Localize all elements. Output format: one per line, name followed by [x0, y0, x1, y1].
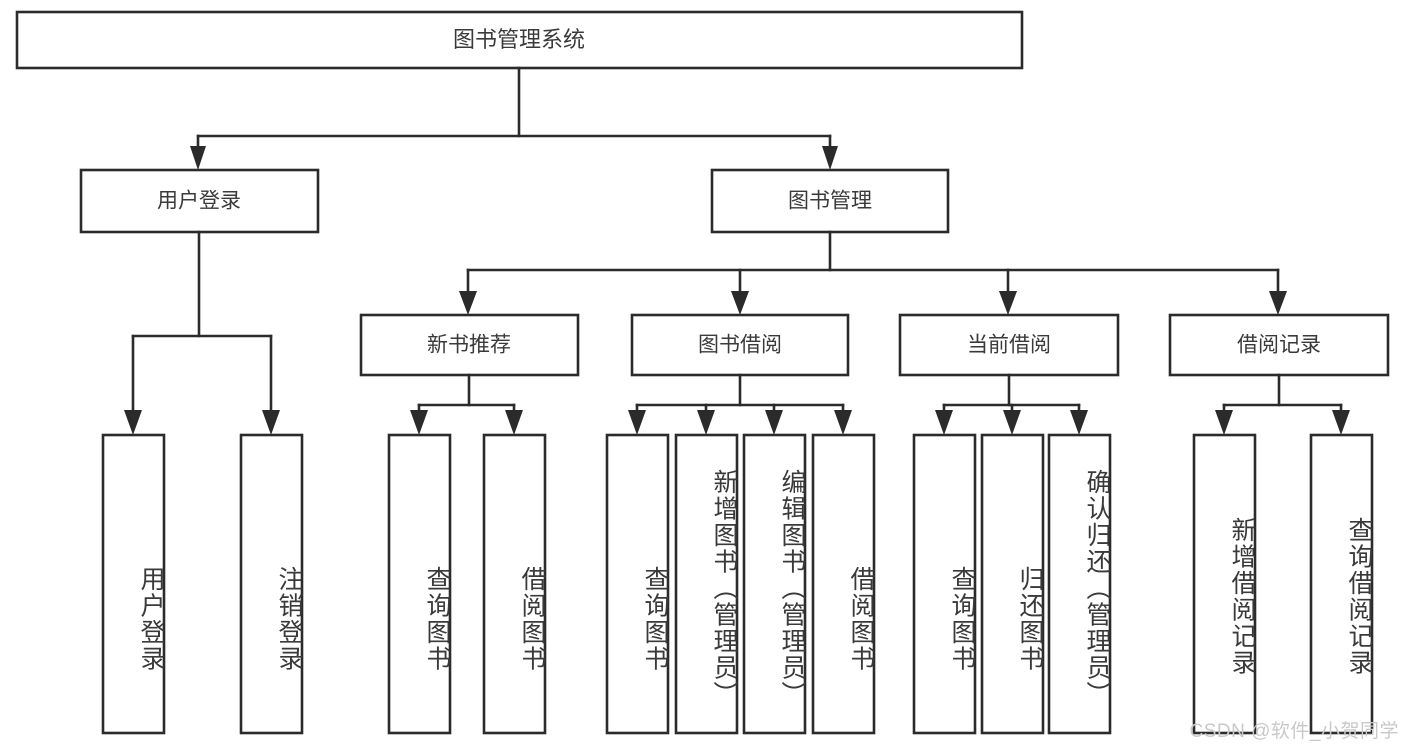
leaf-box-user-login[interactable] — [101, 433, 166, 735]
node-borrow-record[interactable]: 借阅记录 — [1168, 313, 1390, 377]
leaf-box-query-book-3[interactable] — [912, 433, 977, 735]
arrow-head-icon — [1269, 291, 1287, 315]
node-current-borrow-label: 当前借阅 — [967, 334, 1051, 357]
connector-book-borrow-to-leaves — [628, 373, 852, 435]
arrow-head-icon — [697, 410, 715, 435]
arrow-head-icon — [505, 410, 523, 435]
connector-new-book-recommend-to-leaves — [410, 373, 523, 435]
node-book-borrow[interactable]: 图书借阅 — [630, 313, 850, 377]
node-new-book-recommend[interactable]: 新书推荐 — [359, 313, 580, 377]
node-root[interactable]: 图书管理系统 — [15, 10, 1024, 70]
node-root-box[interactable] — [15, 10, 1024, 70]
node-root-label: 图书管理系统 — [453, 27, 585, 52]
leaf-box-confirm-return[interactable] — [1047, 433, 1112, 735]
arrow-head-icon — [410, 410, 428, 435]
arrow-head-icon — [1003, 410, 1021, 435]
leaf-box-query-book-1[interactable] — [387, 433, 452, 735]
node-user-login-box[interactable] — [79, 168, 320, 234]
arrow-head-icon — [731, 291, 749, 315]
node-book-management-label: 图书管理 — [788, 190, 872, 213]
arrow-head-icon — [1332, 410, 1350, 435]
leaf-box-edit-book[interactable] — [742, 433, 807, 735]
arrow-head-icon — [262, 410, 280, 435]
node-user-login[interactable]: 用户登录 — [79, 168, 320, 234]
arrow-head-icon — [834, 410, 852, 435]
arrow-head-icon — [1070, 410, 1088, 435]
connector-root-to-level1 — [190, 66, 838, 170]
node-user-login-label: 用户登录 — [157, 190, 241, 213]
leaf-box-add-record[interactable] — [1192, 433, 1257, 735]
leaf-box-borrow-book-1[interactable] — [482, 433, 547, 735]
node-new-book-recommend-label: 新书推荐 — [427, 334, 511, 357]
node-new-book-recommend-box[interactable] — [359, 313, 580, 377]
node-borrow-record-label: 借阅记录 — [1237, 334, 1321, 357]
connector-borrow-record-to-leaves — [1215, 373, 1350, 435]
leaf-box-query-record[interactable] — [1309, 433, 1374, 735]
connector-book-management-to-level2 — [459, 230, 1287, 315]
leaf-box-borrow-book-2[interactable] — [811, 433, 876, 735]
leaf-box-logout[interactable] — [239, 433, 304, 735]
arrow-head-icon — [765, 410, 783, 435]
node-current-borrow-box[interactable] — [898, 313, 1120, 377]
leaf-box-return-book[interactable] — [980, 433, 1045, 735]
arrow-head-icon — [459, 291, 477, 315]
node-book-borrow-label: 图书借阅 — [698, 334, 782, 357]
node-book-management[interactable]: 图书管理 — [710, 168, 950, 234]
arrow-head-icon — [822, 146, 838, 170]
arrow-head-icon — [1215, 410, 1233, 435]
arrow-head-icon — [935, 410, 953, 435]
csdn-watermark: CSDN @软件_小贺同学 — [1189, 721, 1399, 742]
arrow-head-icon — [999, 291, 1017, 315]
leaf-box-query-book-2[interactable] — [605, 433, 670, 735]
arrow-head-icon — [190, 146, 206, 170]
arrow-head-icon — [124, 410, 142, 435]
leaf-box-add-book[interactable] — [674, 433, 739, 735]
connector-user-login-to-leaves — [124, 230, 280, 435]
node-current-borrow[interactable]: 当前借阅 — [898, 313, 1120, 377]
arrow-head-icon — [628, 410, 646, 435]
connector-current-borrow-to-leaves — [935, 373, 1088, 435]
